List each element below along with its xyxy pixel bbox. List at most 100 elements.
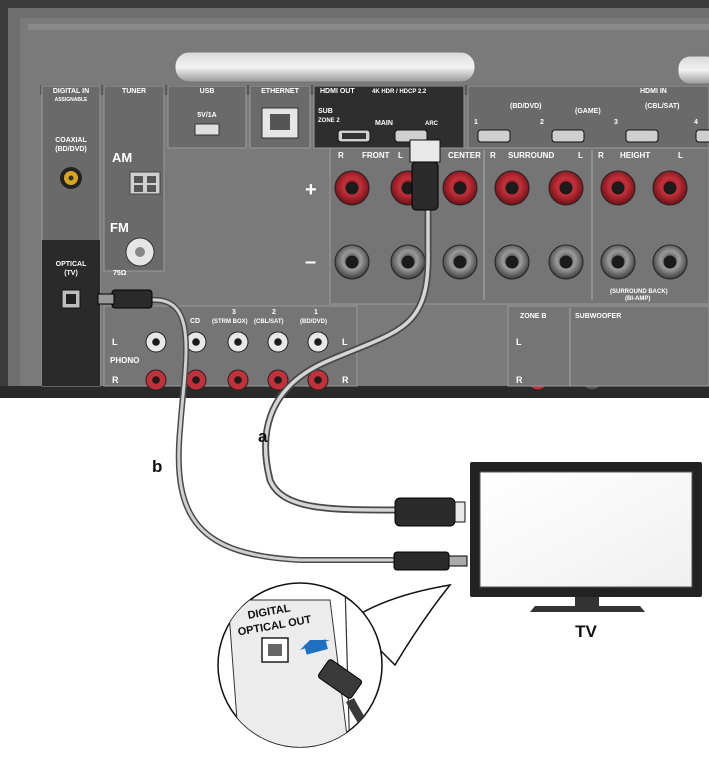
speaker-terminal-positive-4[interactable] (494, 170, 530, 206)
front-l-label: L (398, 151, 403, 160)
height-label: HEIGHT (620, 151, 650, 160)
ethernet-label: ETHERNET (261, 88, 299, 95)
hdmi-in-label: HDMI IN (640, 88, 667, 95)
optical-label: OPTICAL (56, 261, 87, 268)
rca-jack-right-1[interactable] (145, 369, 167, 391)
analog-l-label: L (342, 337, 348, 347)
speaker-terminal-positive-3[interactable] (442, 170, 478, 206)
rca-jack-right-3[interactable] (227, 369, 249, 391)
fm-ohm-label: 75Ω (113, 270, 127, 277)
height-l-label: L (678, 151, 683, 160)
phono-r-label: R (112, 375, 119, 385)
hdmi-plug-tv-end (394, 497, 456, 527)
center-label: CENTER (448, 151, 481, 160)
receiver-rear-panel: DIGITAL IN ASSIGNABLE COAXIAL (BD/DVD) O… (0, 0, 709, 398)
zone-b-subwoofer: ZONE B SUBWOOFER L R (507, 305, 709, 387)
in2-name-label: (CBL/SAT) (254, 319, 284, 325)
optical-out-callout: DIGITAL OPTICAL OUT (217, 582, 452, 748)
speaker-terminal-positive-1[interactable] (334, 170, 370, 206)
ethernet-section: ETHERNET (249, 85, 311, 149)
in1-num-label: 1 (314, 309, 318, 316)
analog-inputs: CD 3 (STRM BOX) 2 (CBL/SAT) 1 (BD/DVD) L… (103, 305, 603, 391)
cd-label: CD (190, 318, 200, 325)
wifi-antenna (174, 51, 709, 85)
fm-label: FM (110, 220, 129, 235)
digital-in-label: DIGITAL IN (53, 88, 89, 95)
in2-num-label: 2 (272, 309, 276, 316)
tv: TV (470, 462, 702, 641)
hdmi-in-3-name: (CBL/SAT) (645, 103, 679, 110)
phono-l-label: L (112, 337, 118, 347)
arc-label: ARC (425, 121, 439, 127)
front-r-label: R (338, 151, 344, 160)
hdmi-plug-receiver-end (409, 139, 441, 163)
hdmi-in-2-name: (GAME) (575, 108, 601, 115)
surround-back-label: (SURROUND BACK) (610, 289, 668, 295)
cable-b-label: b (152, 457, 162, 476)
surround-label: SURROUND (508, 151, 554, 160)
usb-port[interactable] (194, 123, 220, 136)
hdmi-in-1-num: 1 (474, 119, 478, 126)
speaker-terminal-positive-5[interactable] (548, 170, 584, 206)
tuner-label: TUNER (122, 88, 146, 95)
rca-jack-left-4[interactable] (267, 331, 289, 353)
hdmi-in-1-port[interactable] (477, 129, 511, 143)
rca-jack-left-1[interactable] (145, 331, 167, 353)
speaker-terminal-positive-7[interactable] (652, 170, 688, 206)
tuner-section: TUNER AM FM 75Ω (103, 85, 165, 277)
optical-plug-tv-end (393, 551, 450, 571)
surround-r-label: R (490, 151, 496, 160)
hdmi-in-2-num: 2 (540, 119, 544, 126)
in3-name-label: (STRM BOX) (212, 319, 248, 325)
in3-num-label: 3 (232, 309, 236, 316)
digital-in-sub-label: ASSIGNABLE (55, 97, 88, 103)
optical-sub-label: (TV) (64, 270, 78, 277)
hdmi-in-4-port[interactable] (695, 129, 709, 143)
hdmi-in-2-port[interactable] (551, 129, 585, 143)
speaker-terminal-positive-6[interactable] (600, 170, 636, 206)
am-label: AM (112, 150, 132, 165)
hdmi-in-1-name: (BD/DVD) (510, 103, 542, 110)
speaker-terminal-negative-2[interactable] (390, 244, 426, 280)
in1-name-label: (BD/DVD) (300, 319, 327, 325)
zone-b-r-label: R (516, 375, 523, 385)
hdmi-in-3-num: 3 (614, 119, 618, 126)
zone-b-label: ZONE B (520, 313, 546, 320)
hdmi-out-label: HDMI OUT (320, 88, 355, 95)
speaker-terminals: R FRONT L CENTER R SURROUND L R HEIGHT L… (305, 147, 709, 305)
speaker-terminal-negative-5[interactable] (548, 244, 584, 280)
hdmi-in-section: HDMI IN (BD/DVD) (GAME) (CBL/SAT) 1 2 3 … (467, 85, 709, 149)
bi-amp-label: (BI-AMP) (625, 296, 650, 302)
rca-jack-right-2[interactable] (185, 369, 207, 391)
subwoofer-label: SUBWOOFER (575, 313, 621, 320)
zone2-label: ZONE 2 (318, 118, 340, 124)
coaxial-sub-label: (BD/DVD) (55, 146, 87, 153)
negative-terminals (334, 244, 688, 280)
hdmi-out-section: HDMI OUT 4K HDR / HDCP 2.2 SUB ZONE 2 MA… (313, 85, 465, 149)
rca-jack-left-3[interactable] (227, 331, 249, 353)
cable-b-optical (97, 289, 468, 571)
rca-jack-right-4[interactable] (267, 369, 289, 391)
speaker-terminal-negative-4[interactable] (494, 244, 530, 280)
main-label: MAIN (375, 120, 393, 127)
minus-label: – (305, 251, 316, 273)
rca-jack-right-5[interactable] (307, 369, 329, 391)
usb-label: USB (200, 88, 215, 95)
coaxial-label: COAXIAL (55, 137, 87, 144)
front-label: FRONT (362, 151, 390, 160)
tv-label: TV (575, 622, 597, 641)
hdmi-in-3-port[interactable] (625, 129, 659, 143)
digital-in-section: DIGITAL IN ASSIGNABLE COAXIAL (BD/DVD) O… (41, 85, 101, 387)
zone-b-l-label: L (516, 337, 522, 347)
usb-section: USB 5V/1A (167, 85, 247, 149)
speaker-terminal-negative-3[interactable] (442, 244, 478, 280)
optical-plug-receiver-end (111, 289, 153, 309)
rca-jack-left-5[interactable] (307, 331, 329, 353)
speaker-terminal-negative-7[interactable] (652, 244, 688, 280)
speaker-terminal-negative-6[interactable] (600, 244, 636, 280)
usb-rating-label: 5V/1A (197, 112, 216, 119)
cable-a-hdmi (262, 139, 466, 527)
hdmi-out-spec-label: 4K HDR / HDCP 2.2 (372, 89, 427, 95)
speaker-terminal-negative-1[interactable] (334, 244, 370, 280)
